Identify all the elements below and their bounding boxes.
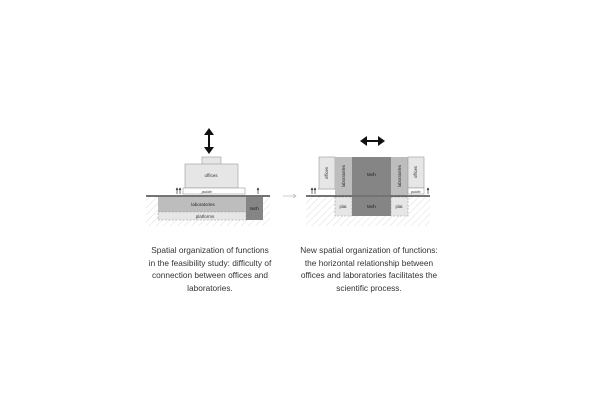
left-entrance-arrows-icon: [175, 187, 260, 194]
left-public-strip: [182, 187, 246, 195]
vertical-double-arrow-icon: [204, 128, 214, 154]
left-platforms-label: platforms: [196, 214, 215, 219]
left-offices-block: offices: [184, 156, 239, 189]
left-laboratories-block: [158, 197, 246, 212]
right-caption-line: New spatial organization of functions:: [300, 245, 438, 255]
right-public-strip: [407, 187, 425, 195]
right-laboratories-right-block: [391, 157, 408, 195]
right-laboratories-right-label: laboratories: [397, 165, 402, 187]
right-tech-lower-block: [352, 197, 391, 216]
left-caption-line: laboratories.: [187, 282, 233, 293]
right-caption-line: scientific process.: [336, 282, 402, 293]
left-laboratories-label: laboratories: [191, 202, 215, 207]
left-caption-line: in the feasibility study: difficulty of: [148, 257, 272, 268]
right-tech-upper-label: tech: [367, 172, 376, 177]
right-entrance-arrows-icon: [310, 187, 430, 194]
right-tech-lower-label: tech: [367, 204, 376, 209]
left-diagram: offices public laboratories platforms te…: [146, 128, 270, 226]
left-tech-label: tech: [250, 206, 259, 211]
right-plat-right-label: plat.: [396, 204, 404, 209]
right-plat-left-label: plat.: [340, 204, 348, 209]
right-public-label: public: [410, 190, 421, 194]
right-caption: New spatial organization of functions: t…: [289, 244, 449, 294]
horizontal-double-arrow-icon: [360, 136, 385, 146]
left-tech-block: [246, 197, 263, 220]
right-diagram: offices laboratories tech laboratories o…: [306, 136, 430, 226]
left-caption-line: Spatial organization of functions: [151, 245, 269, 255]
right-plat-right-block: [390, 196, 409, 217]
right-offices-right-label: offices: [413, 166, 418, 178]
thin-right-arrow-icon: [283, 193, 297, 199]
left-caption-line: connection between offices and: [151, 270, 269, 281]
right-offices-left-label: offices: [324, 167, 329, 179]
right-caption-line: offices and laboratories facilitates the: [300, 270, 438, 281]
right-caption-line: the horizontal relationship between: [304, 257, 434, 268]
left-offices-label: offices: [205, 173, 219, 178]
right-tech-upper-block: [352, 157, 391, 195]
left-caption: Spatial organization of functions in the…: [130, 244, 290, 294]
right-laboratories-left-block: [335, 157, 352, 195]
right-laboratories-left-label: laboratories: [341, 165, 346, 187]
left-public-label: public: [201, 189, 212, 194]
